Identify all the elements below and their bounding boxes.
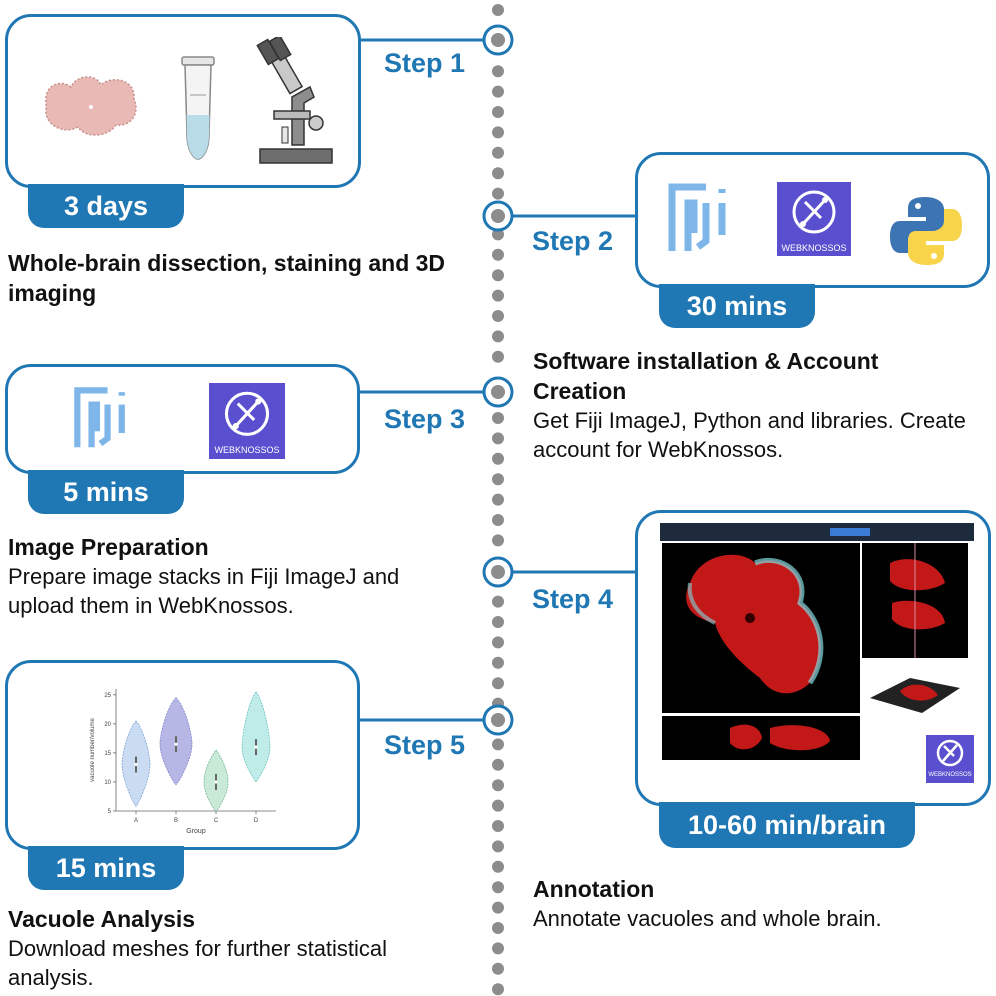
timeline-dot (492, 922, 504, 934)
timeline-dot (492, 146, 504, 159)
step4-card: WEBKNOSSOS (635, 510, 991, 806)
x-axis-label: Group (186, 828, 206, 835)
step4-title: Annotation (533, 876, 655, 902)
step5-duration-badge: 15 mins (28, 846, 184, 890)
fiji-logo-icon (668, 183, 726, 251)
violin-median-A (134, 762, 138, 767)
timeline-dot (492, 962, 504, 975)
violin-median-D (254, 745, 258, 749)
fiji-logo-icon (74, 387, 125, 448)
step3-card: WEBKNOSSOS (5, 364, 360, 474)
timeline-dot (492, 228, 504, 241)
step4-description: Annotate vacuoles and whole brain. (533, 906, 882, 931)
timeline-dot (492, 432, 504, 445)
microscope-icon (256, 37, 333, 164)
violin-median-B (174, 742, 178, 746)
tube-icon (181, 56, 215, 160)
step3-label: Step 3 (384, 404, 466, 434)
step3-description: Prepare image stacks in Fiji ImageJ and … (8, 564, 400, 618)
timeline-dot (492, 779, 504, 792)
step1-card (5, 14, 361, 188)
x-tick-label: A (134, 818, 138, 824)
timeline-dot (492, 656, 504, 669)
annotation-screenshot (660, 523, 974, 783)
timeline-dot (492, 636, 504, 649)
timeline-dot (492, 881, 504, 894)
step2-duration-badge: 30 mins (659, 284, 815, 328)
timeline-dot (492, 820, 504, 832)
x-tick-label: B (174, 818, 178, 824)
x-tick-label: D (254, 818, 259, 824)
step2-label: Step 2 (532, 226, 614, 256)
timeline-dot (492, 595, 504, 608)
step5-label: Step 5 (384, 730, 466, 760)
timeline-dot (492, 840, 504, 853)
step3-marker-dot (491, 385, 505, 399)
timeline-dot (492, 799, 504, 812)
timeline-dot (492, 106, 504, 118)
timeline-dot (492, 983, 504, 996)
timeline-dot (492, 85, 504, 98)
step4-marker-dot (491, 565, 505, 579)
webknossos-logo-icon (777, 182, 851, 256)
violin-median-C (214, 780, 218, 784)
timeline-dot (492, 514, 504, 526)
webknossos-wordmark: WEBKNOSSOS (781, 243, 847, 253)
step5-description: Download meshes for further statistical … (8, 936, 388, 990)
y-tick-label: 20 (104, 722, 111, 728)
timeline-dot (492, 738, 504, 751)
step1-label: Step 1 (384, 48, 466, 78)
timeline-dot (492, 942, 504, 955)
step2-description: Get Fiji ImageJ, Python and libraries. C… (533, 408, 966, 462)
webknossos-logo-icon (209, 383, 285, 459)
timeline-dot (492, 860, 504, 873)
timeline-dot (492, 310, 504, 322)
violin-D (241, 691, 271, 783)
timeline-dot (492, 412, 504, 424)
step1-duration-badge: 3 days (28, 184, 184, 228)
timeline-dot (492, 167, 504, 180)
timeline-dot (492, 289, 504, 302)
timeline-dot (492, 473, 504, 486)
webknossos-wordmark: WEBKNOSSOS (928, 772, 972, 778)
step2-title: Software installation & Account Creation (533, 348, 879, 404)
step4-duration-badge: 10-60 min/brain (659, 802, 915, 848)
step4-label: Step 4 (532, 584, 614, 614)
step5-title: Vacuole Analysis (8, 906, 196, 932)
y-tick-label: 5 (108, 809, 112, 815)
timeline-dot (492, 452, 504, 465)
x-tick-label: C (214, 818, 219, 824)
timeline-dot (492, 248, 504, 261)
python-logo-icon (890, 197, 962, 265)
y-axis-label: vacuole number/volume (90, 717, 96, 781)
step1-title: Whole-brain dissection, staining and 3D … (8, 250, 446, 306)
step3-title: Image Preparation (8, 534, 209, 560)
step5-marker-dot (491, 713, 505, 727)
timeline-dot (492, 758, 504, 771)
timeline-dot (492, 187, 504, 200)
timeline-dot (492, 534, 504, 547)
step2-marker-dot (491, 209, 505, 223)
brain-icon (45, 76, 137, 136)
step1-marker-dot (491, 33, 505, 47)
timeline-dot (492, 677, 504, 690)
timeline-dot (492, 126, 504, 139)
timeline-dot (492, 901, 504, 914)
y-tick-label: 15 (104, 751, 111, 757)
webknossos-wordmark: WEBKNOSSOS (214, 445, 280, 455)
timeline-dot (492, 616, 504, 628)
timeline-dot (492, 269, 504, 282)
timeline-dot (492, 65, 504, 78)
y-tick-label: 10 (104, 780, 111, 786)
timeline-dot (492, 493, 504, 506)
timeline-dot (492, 4, 504, 16)
y-tick-label: 25 (104, 693, 111, 699)
step2-card: WEBKNOSSOS (635, 152, 990, 288)
timeline-dot (492, 330, 504, 343)
step3-duration-badge: 5 mins (28, 470, 184, 514)
timeline-dot (492, 350, 504, 363)
